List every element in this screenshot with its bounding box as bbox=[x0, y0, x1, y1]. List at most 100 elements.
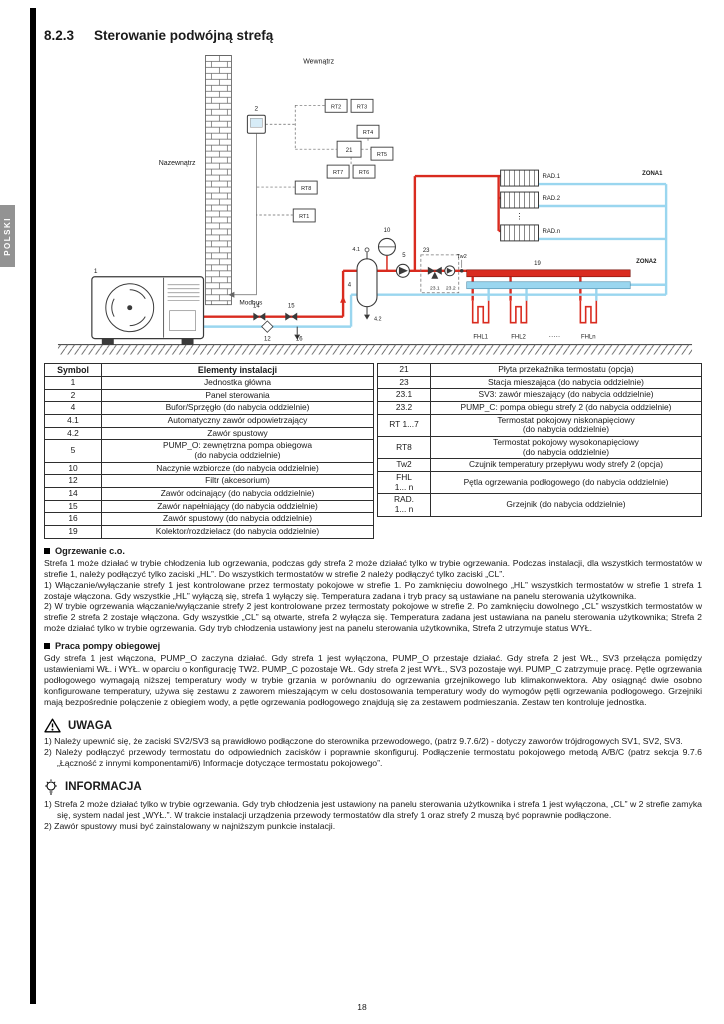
legend-symbol-cell: 15 bbox=[44, 499, 102, 514]
label-unit-1: 1 bbox=[94, 268, 98, 275]
label-rt4: RT4 bbox=[363, 130, 373, 136]
label-fhln: FHLn bbox=[581, 335, 596, 341]
legend-desc-cell: Zawór odcinający (do nabycia oddzielnie) bbox=[101, 487, 374, 501]
radiator-n bbox=[500, 224, 539, 242]
legend-desc-cell: Zawór napełniający (do nabycia oddzielni… bbox=[101, 499, 374, 514]
label-zona1: ZONA1 bbox=[642, 171, 663, 177]
label-fhl2: FHL2 bbox=[511, 335, 526, 341]
legend-desc-cell: Stacja mieszająca (do nabycia oddzielnie… bbox=[430, 375, 702, 390]
rt7-box bbox=[326, 164, 350, 179]
thermostat-boxes bbox=[292, 98, 394, 223]
line-valves bbox=[253, 312, 301, 340]
brick-wall bbox=[205, 55, 232, 306]
label-sv3-231: 23.1 bbox=[430, 286, 440, 292]
info-title: INFORMACJA bbox=[65, 781, 142, 794]
label-vessel-10: 10 bbox=[384, 228, 391, 234]
filter-12 bbox=[261, 320, 274, 333]
label-zona2: ZONA2 bbox=[636, 259, 657, 265]
legend-desc-cell: Kolektor/rozdzielacz (do nabycia oddziel… bbox=[101, 524, 374, 539]
flow-arrow bbox=[340, 295, 347, 303]
radiator-2 bbox=[500, 191, 539, 209]
pump-o bbox=[395, 263, 410, 278]
pump-paragraph-1: Gdy strefa 1 jest włączona, PUMP_O zaczy… bbox=[44, 653, 702, 708]
info-item-2: 2) Zawór spustowy musi być zainstalowany… bbox=[44, 820, 336, 831]
square-bullet-icon bbox=[44, 547, 50, 554]
sv3-valve-b bbox=[434, 266, 442, 275]
radiators bbox=[500, 169, 539, 242]
label-buffer-4: 4 bbox=[348, 283, 352, 289]
legend-symbol-cell: 23 bbox=[377, 375, 431, 390]
legend-symbol-cell: FHL 1... n bbox=[377, 470, 431, 495]
rt1-box bbox=[292, 208, 316, 223]
control-panel bbox=[246, 114, 266, 134]
heating-paragraph-2: 1) Włączanie/wyłączanie strefy 1 jest ko… bbox=[44, 579, 702, 601]
buffer-tank bbox=[356, 247, 378, 320]
page-content: 8.2.3 Sterowanie podwójną strefą bbox=[44, 28, 702, 832]
legend-desc-cell: Termostat pokojowy niskonapięciowy (do n… bbox=[430, 413, 702, 437]
rt6-box bbox=[352, 164, 376, 179]
legend-desc-cell: Zawór spustowy bbox=[101, 426, 374, 441]
label-tw2: Tw2 bbox=[457, 254, 467, 260]
shutoff-valve-14 bbox=[253, 312, 260, 321]
label-pumpc-232: 23.2 bbox=[446, 286, 456, 292]
legend-symbol-cell: RT8 bbox=[377, 435, 431, 460]
section-title: Sterowanie podwójną strefą bbox=[94, 28, 274, 43]
pump-section-title: Praca pompy obiegowej bbox=[55, 641, 161, 652]
modbus-cable bbox=[228, 133, 257, 298]
notice-title: UWAGA bbox=[68, 719, 113, 732]
ground bbox=[57, 344, 693, 355]
label-rt8: RT8 bbox=[301, 186, 311, 192]
left-edge-bar bbox=[30, 8, 36, 1004]
label-dots-vertical: ⋮ bbox=[516, 212, 524, 221]
legend-desc-cell: Panel sterowania bbox=[101, 388, 374, 403]
expansion-vessel bbox=[377, 237, 396, 271]
label-relay-21: 21 bbox=[346, 148, 353, 154]
label-rad2: RAD.2 bbox=[542, 196, 560, 202]
legend-desc-cell: Czujnik temperatury przepływu wody stref… bbox=[430, 458, 702, 472]
return-pipes-cyan bbox=[203, 182, 668, 328]
side-tab-label: POLSKI bbox=[3, 216, 12, 256]
section-number: 8.2.3 bbox=[44, 28, 75, 43]
label-fhl1: FHL1 bbox=[473, 335, 488, 341]
pump-section-heading: Praca pompy obiegowej bbox=[44, 641, 702, 651]
legend-symbol-cell: 1 bbox=[44, 376, 102, 390]
label-pump-5: 5 bbox=[402, 253, 406, 259]
legend-desc-cell: Automatyczny zawór odpowietrzający bbox=[101, 414, 374, 428]
label-manifold-19: 19 bbox=[534, 261, 541, 267]
legend-symbol-cell: 10 bbox=[44, 461, 102, 476]
legend-desc-cell: PUMP_C: pompa obiegu strefy 2 (do nabyci… bbox=[430, 400, 702, 415]
info-heading: INFORMACJA bbox=[44, 779, 702, 796]
legend-symbol-cell: 4.1 bbox=[44, 414, 102, 428]
label-valve-14: 14 bbox=[253, 304, 260, 310]
section-heading: 8.2.3 Sterowanie podwójną strefą bbox=[44, 28, 702, 43]
label-dots-horizontal: ····· bbox=[549, 334, 561, 341]
label-modbus: Modbus bbox=[239, 300, 262, 307]
outdoor-unit bbox=[91, 276, 205, 345]
rt3-box bbox=[350, 98, 374, 113]
rt5-box bbox=[370, 146, 394, 161]
rt8-box bbox=[294, 180, 318, 195]
legend-desc-cell: Termostat pokojowy wysokonapięciowy (do … bbox=[430, 435, 702, 460]
info-item-1: 1) Strefa 2 może działać tylko w trybie … bbox=[44, 798, 702, 820]
label-rt6: RT6 bbox=[359, 170, 369, 176]
label-valve-16: 16 bbox=[296, 337, 303, 343]
label-rt5: RT5 bbox=[377, 152, 387, 158]
legend-symbol-cell: 23.2 bbox=[377, 400, 431, 415]
legend-symbol-cell: 16 bbox=[44, 512, 102, 526]
label-inside: Wewnątrz bbox=[303, 58, 334, 65]
heating-section-heading: Ogrzewanie c.o. bbox=[44, 546, 702, 556]
drain-valve-16 bbox=[294, 334, 301, 340]
